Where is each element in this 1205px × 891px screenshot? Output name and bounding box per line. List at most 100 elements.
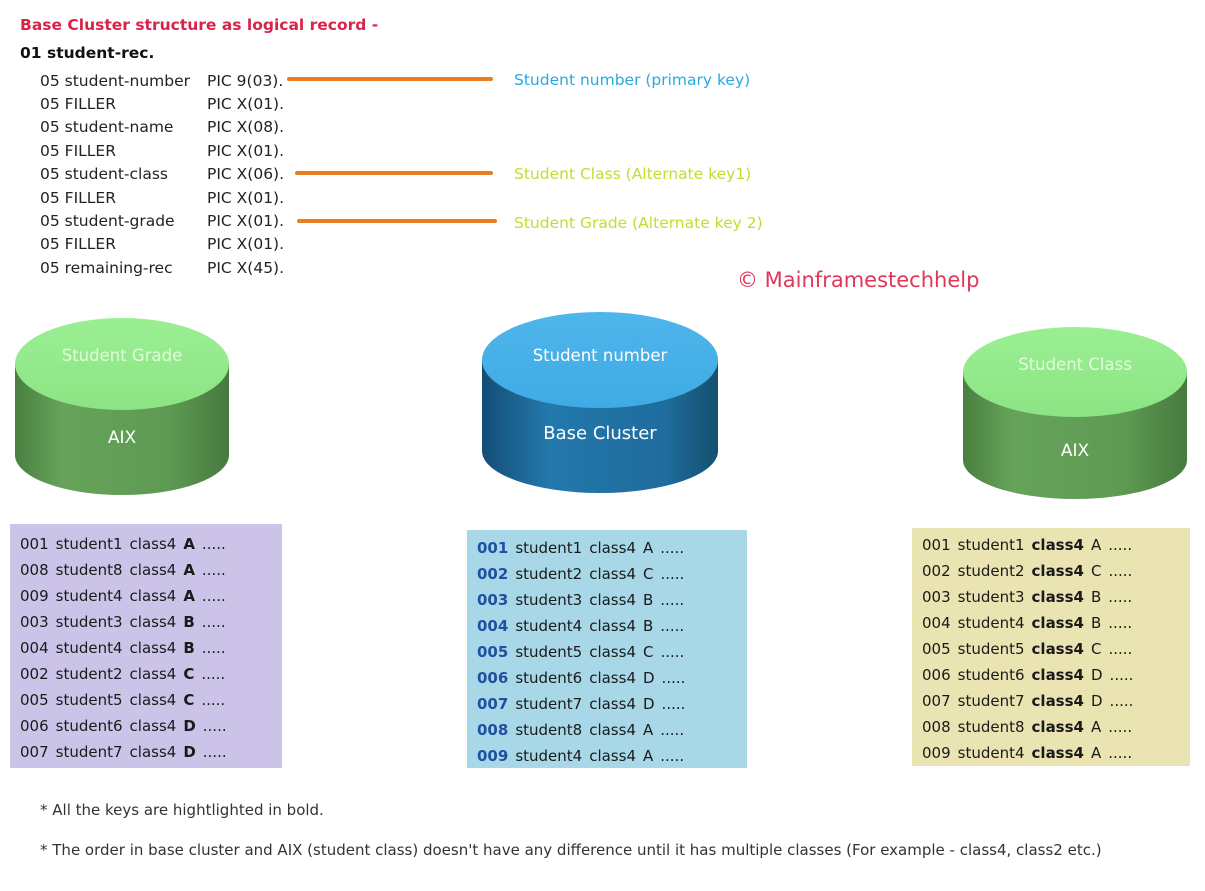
student-class: class4 xyxy=(129,587,177,605)
student-grade: A xyxy=(1090,718,1102,736)
student-name: student1 xyxy=(55,535,123,553)
aix-class-cylinder: Student Class AIX xyxy=(963,327,1187,499)
student-grade: C xyxy=(183,691,195,709)
cylinder-top-shape xyxy=(963,327,1187,417)
student-grade: D xyxy=(642,695,655,713)
remaining-record-dots: ..... xyxy=(1109,692,1134,710)
student-grade: B xyxy=(183,639,195,657)
field-pic-clause: PIC X(01). xyxy=(207,95,285,114)
student-class: class4 xyxy=(1031,536,1084,554)
table-row: 006 student6 class4 D ..... xyxy=(477,665,747,691)
remaining-record-dots: ..... xyxy=(201,691,226,709)
remaining-record-dots: ..... xyxy=(661,695,686,713)
student-number: 006 xyxy=(922,666,951,684)
table-row: 002 student2 class4 C ..... xyxy=(922,558,1190,584)
student-grade: D xyxy=(183,743,196,761)
record-field-row: 05 FILLER PIC X(01). xyxy=(40,139,284,162)
record-field-row: 05 FILLER PIC X(01). xyxy=(40,233,284,256)
student-grade: C xyxy=(642,565,654,583)
student-class: class4 xyxy=(589,539,636,557)
remaining-record-dots: ..... xyxy=(201,613,226,631)
student-class: class4 xyxy=(589,721,636,739)
record-level01: 01 student-rec. xyxy=(20,44,155,62)
field-name: 05 remaining-rec xyxy=(40,258,173,277)
remaining-record-dots: ..... xyxy=(660,617,685,635)
student-name: student8 xyxy=(55,561,123,579)
field-pic-clause: PIC X(06). xyxy=(207,165,285,184)
student-class: class4 xyxy=(1031,744,1084,762)
table-row: 003 student3 class4 B ..... xyxy=(922,584,1190,610)
field-name: 05 FILLER xyxy=(40,141,116,160)
student-name: student8 xyxy=(515,721,583,739)
student-class: class4 xyxy=(1031,718,1084,736)
remaining-record-dots: ..... xyxy=(201,561,226,579)
student-name: student3 xyxy=(55,613,123,631)
table-row: 003 student3 class4 B ..... xyxy=(20,609,282,635)
field-pic-clause: PIC 9(03). xyxy=(207,71,284,90)
remaining-record-dots: ..... xyxy=(1108,588,1133,606)
student-number: 006 xyxy=(477,669,509,687)
student-name: student4 xyxy=(957,614,1025,632)
student-number: 005 xyxy=(477,643,509,661)
annotation-alternate-key1: Student Class (Alternate key1) xyxy=(514,165,752,183)
student-number: 002 xyxy=(922,562,951,580)
student-class: class4 xyxy=(129,743,177,761)
student-number: 005 xyxy=(20,691,49,709)
field-pic-clause: PIC X(01). xyxy=(207,235,285,254)
student-grade: C xyxy=(1090,640,1102,658)
annotation-primary-key: Student number (primary key) xyxy=(514,71,751,89)
aix-class-cylinder-key-label: Student Class xyxy=(1018,355,1132,374)
student-name: student2 xyxy=(515,565,583,583)
student-number: 009 xyxy=(922,744,951,762)
table-row: 008 student8 class4 A ..... xyxy=(922,714,1190,740)
copyright-text: © Mainframestechhelp xyxy=(737,268,980,292)
aix-grade-record-table: 001 student1 class4 A ..... 008 student8… xyxy=(10,524,282,768)
student-name: student2 xyxy=(55,665,123,683)
table-row: 005 student5 class4 C ..... xyxy=(922,636,1190,662)
aix-grade-cylinder-key-label: Student Grade xyxy=(61,346,183,365)
remaining-record-dots: ..... xyxy=(1108,536,1133,554)
table-row: 007 student7 class4 D ..... xyxy=(20,739,282,765)
student-class: class4 xyxy=(129,717,177,735)
student-class: class4 xyxy=(1031,588,1084,606)
student-name: student4 xyxy=(515,617,583,635)
student-grade: A xyxy=(642,721,654,739)
connector-line-primary-key xyxy=(287,77,493,81)
student-grade: B xyxy=(183,613,195,631)
table-row: 006 student6 class4 D ..... xyxy=(20,713,282,739)
record-field-row: 05 remaining-rec PIC X(45). xyxy=(40,256,284,279)
student-grade: B xyxy=(642,591,654,609)
remaining-record-dots: ..... xyxy=(1108,562,1133,580)
table-row: 006 student6 class4 D ..... xyxy=(922,662,1190,688)
field-pic-clause: PIC X(01). xyxy=(207,141,285,160)
student-name: student4 xyxy=(55,587,123,605)
student-class: class4 xyxy=(1031,692,1084,710)
annotation-alternate-key2: Student Grade (Alternate key 2) xyxy=(514,214,763,232)
remaining-record-dots: ..... xyxy=(202,743,227,761)
table-row: 003 student3 class4 B ..... xyxy=(477,587,747,613)
remaining-record-dots: ..... xyxy=(201,535,226,553)
base-cluster-cylinder: Student number Base Cluster xyxy=(482,312,718,493)
field-pic-clause: PIC X(08). xyxy=(207,118,285,137)
student-grade: A xyxy=(183,587,195,605)
table-row: 007 student7 class4 D ..... xyxy=(477,691,747,717)
student-grade: C xyxy=(1090,562,1102,580)
field-name: 05 FILLER xyxy=(40,95,116,114)
remaining-record-dots: ..... xyxy=(201,587,226,605)
table-row: 007 student7 class4 D ..... xyxy=(922,688,1190,714)
student-grade: D xyxy=(1090,666,1103,684)
student-grade: D xyxy=(1090,692,1103,710)
field-name: 05 FILLER xyxy=(40,235,116,254)
remaining-record-dots: ..... xyxy=(660,539,685,557)
record-field-row: 05 student-number PIC 9(03). xyxy=(40,69,284,92)
student-number: 002 xyxy=(477,565,509,583)
remaining-record-dots: ..... xyxy=(660,721,685,739)
table-row: 001 student1 class4 A ..... xyxy=(922,532,1190,558)
student-class: class4 xyxy=(129,665,177,683)
student-class: class4 xyxy=(1031,666,1084,684)
table-row: 009 student4 class4 A ..... xyxy=(20,583,282,609)
table-row: 009 student4 class4 A ..... xyxy=(477,743,747,769)
student-name: student3 xyxy=(515,591,583,609)
remaining-record-dots: ..... xyxy=(660,747,685,765)
student-grade: B xyxy=(642,617,654,635)
